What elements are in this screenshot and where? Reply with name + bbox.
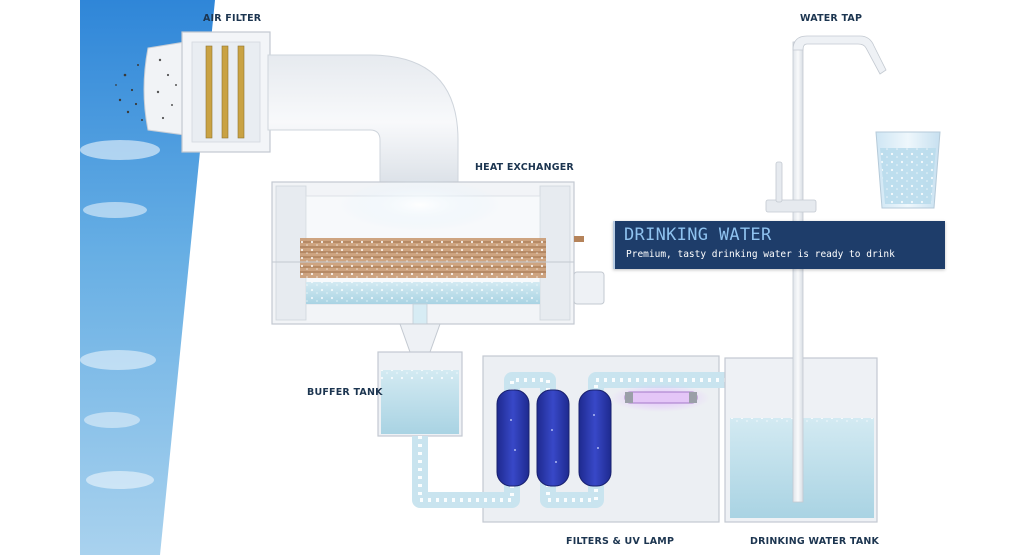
tap-handle[interactable]	[775, 161, 783, 203]
info-title: DRINKING WATER	[624, 225, 772, 245]
water-pipe-highlight	[418, 378, 762, 502]
buffer-water	[381, 370, 459, 434]
info-subtitle: Premium, tasty drinking water is ready t…	[626, 249, 895, 260]
uv-lamp-cap	[689, 392, 697, 403]
cloud	[83, 202, 147, 218]
drinking-tank-label: DRINKING WATER TANK	[750, 536, 880, 547]
filter-panel	[221, 45, 229, 139]
condensate-bubbles	[306, 282, 540, 304]
water-tap-label: WATER TAP	[800, 13, 863, 24]
buffer-bubbles	[381, 370, 459, 380]
heat-exchanger-label: HEAT EXCHANGER	[475, 162, 574, 173]
cloud	[84, 412, 140, 428]
tap-riser	[792, 41, 804, 503]
buffer-funnel	[399, 323, 441, 353]
mist-cloud	[340, 179, 500, 231]
glass-bubbles	[880, 148, 936, 204]
cloud	[86, 471, 154, 489]
cartridge-sparkles	[510, 414, 599, 463]
hx-side-port	[573, 271, 605, 305]
condensate-droplets	[300, 238, 546, 278]
filter-cartridge-1	[496, 389, 530, 487]
uv-lamp	[624, 391, 698, 404]
filters-uv-label: FILTERS & UV LAMP	[566, 536, 675, 547]
filter-cartridge-2	[536, 389, 570, 487]
filter-panel	[237, 45, 245, 139]
info-callout: DRINKING WATER Premium, tasty drinking w…	[613, 221, 945, 269]
inlet-dust	[156, 58, 177, 120]
cloud	[80, 140, 160, 160]
air-filter-label: AIR FILTER	[203, 13, 262, 24]
sky-background	[80, 0, 215, 555]
filter-panel	[205, 45, 213, 139]
buffer-tank-label: BUFFER TANK	[307, 387, 383, 398]
filter-cartridge-3	[578, 389, 612, 487]
tap-spout	[792, 35, 887, 75]
cloud	[80, 350, 156, 370]
tap-valve-body	[765, 199, 817, 213]
uv-lamp-cap	[625, 392, 633, 403]
air-inlet-mouth	[143, 41, 186, 136]
air-duct	[267, 54, 459, 191]
hx-fitting	[574, 236, 584, 242]
